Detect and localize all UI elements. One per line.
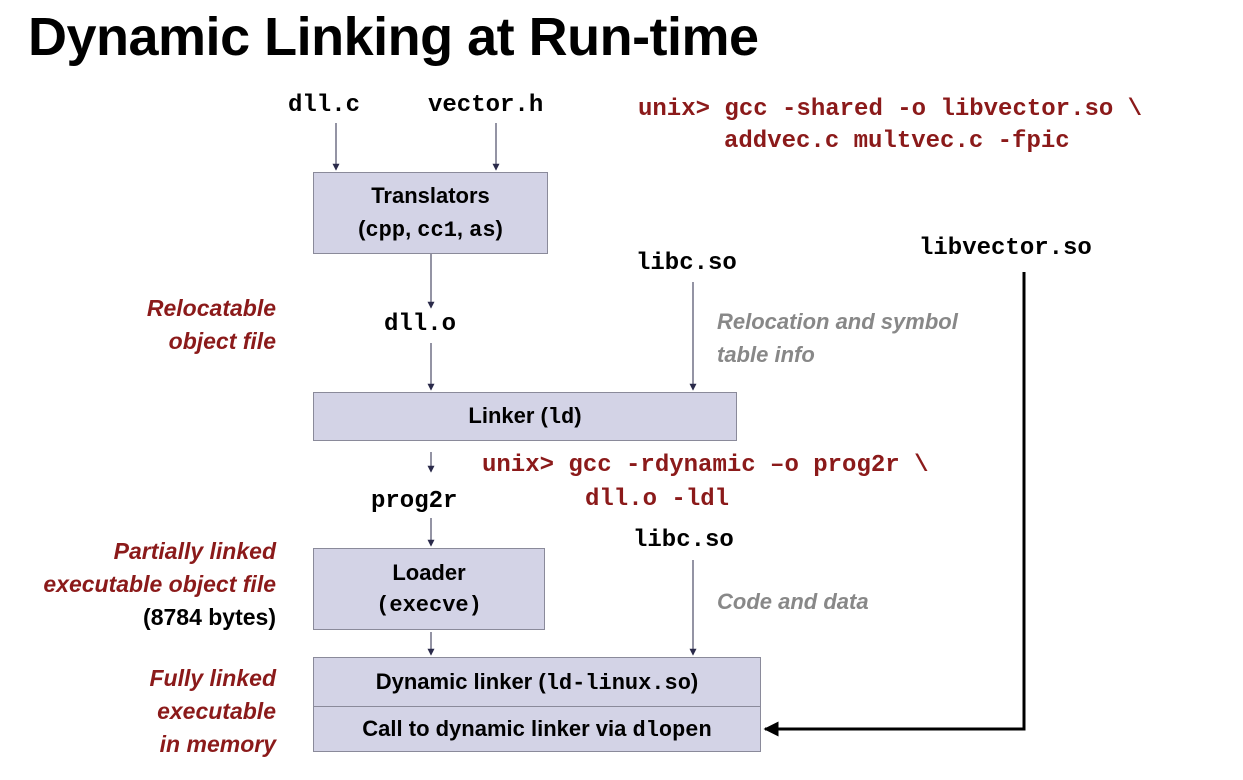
- libvector-so: libvector.so: [919, 235, 1092, 262]
- shared-lib-command-line2: addvec.c multvec.c -fpic: [724, 128, 1070, 155]
- libc-so-bottom: libc.so: [633, 527, 734, 554]
- dynamic-linker-box: Dynamic linker (ld-linux.so): [313, 657, 761, 707]
- loader-cmd: (execve): [376, 593, 482, 618]
- dlopen-call-box: Call to dynamic linker via dlopen: [313, 706, 761, 752]
- rdynamic-command-line1: unix> gcc -rdynamic –o prog2r \: [482, 452, 929, 479]
- translators-tools: (cpp, cc1, as): [358, 212, 503, 247]
- linker-close: ): [574, 403, 582, 428]
- translators-sep-2: ,: [456, 216, 470, 241]
- shared-lib-command-line1: unix> gcc -shared -o libvector.so \: [638, 96, 1143, 123]
- code-and-data-note: Code and data: [717, 589, 869, 614]
- partial-line1: Partially linked: [113, 538, 276, 564]
- linker-box: Linker (ld): [313, 392, 737, 441]
- dlopen-label: Call to dynamic linker via: [362, 715, 633, 741]
- linker-cmd: ld: [547, 405, 575, 430]
- dynlinker-close: ): [690, 668, 699, 694]
- dynlinker-text: Dynamic linker (ld-linux.so): [376, 665, 699, 700]
- input-vector-h: vector.h: [428, 92, 544, 119]
- translators-sep-1: ,: [405, 216, 418, 241]
- dll-o-file: dll.o: [384, 311, 457, 338]
- libc-so-top: libc.so: [636, 250, 737, 277]
- relocation-note-line2: table info: [717, 342, 815, 367]
- translators-paren-close: ): [495, 216, 503, 241]
- prog2r-file: prog2r: [371, 488, 458, 515]
- dlopen-text: Call to dynamic linker via dlopen: [362, 712, 711, 747]
- fully-line1: Fully linked: [149, 665, 276, 691]
- partial-label: Partially linked executable object file …: [43, 535, 276, 634]
- tool-as: as: [469, 218, 496, 243]
- dynlinker-cmd: ld-linux.so: [545, 670, 691, 696]
- rdynamic-command-line2: dll.o -ldl: [585, 486, 730, 513]
- arrow-libvector-to-dlopen: [763, 272, 1026, 737]
- partial-line2: executable object file: [43, 571, 276, 597]
- linker-label: Linker (: [468, 403, 548, 428]
- relocation-note: Relocation and symbol table info: [717, 305, 958, 371]
- loader-label: Loader: [392, 560, 466, 585]
- dynlinker-label: Dynamic linker (: [375, 668, 546, 694]
- dlopen-cmd: dlopen: [632, 717, 712, 743]
- loader-box: Loader (execve): [313, 548, 545, 630]
- fully-line3: in memory: [159, 731, 276, 757]
- relocation-note-line1: Relocation and symbol: [717, 309, 958, 334]
- relocatable-line2: object file: [168, 328, 276, 354]
- fully-line2: executable: [157, 698, 276, 724]
- relocatable-line1: Relocatable: [146, 295, 276, 321]
- relocatable-label: Relocatable object file: [147, 292, 276, 358]
- partial-bytes: (8784 bytes): [143, 604, 276, 630]
- translators-box: Translators (cpp, cc1, as): [313, 172, 548, 254]
- translators-paren-open: (: [358, 216, 366, 241]
- linker-text: Linker (ld): [468, 399, 581, 434]
- tool-cpp: cpp: [365, 218, 406, 243]
- translators-label: Translators: [371, 183, 490, 208]
- page-title: Dynamic Linking at Run-time: [28, 7, 759, 67]
- tool-cc1: cc1: [417, 218, 457, 243]
- fully-linked-label: Fully linked executable in memory: [149, 662, 276, 761]
- input-dll-c: dll.c: [288, 92, 361, 119]
